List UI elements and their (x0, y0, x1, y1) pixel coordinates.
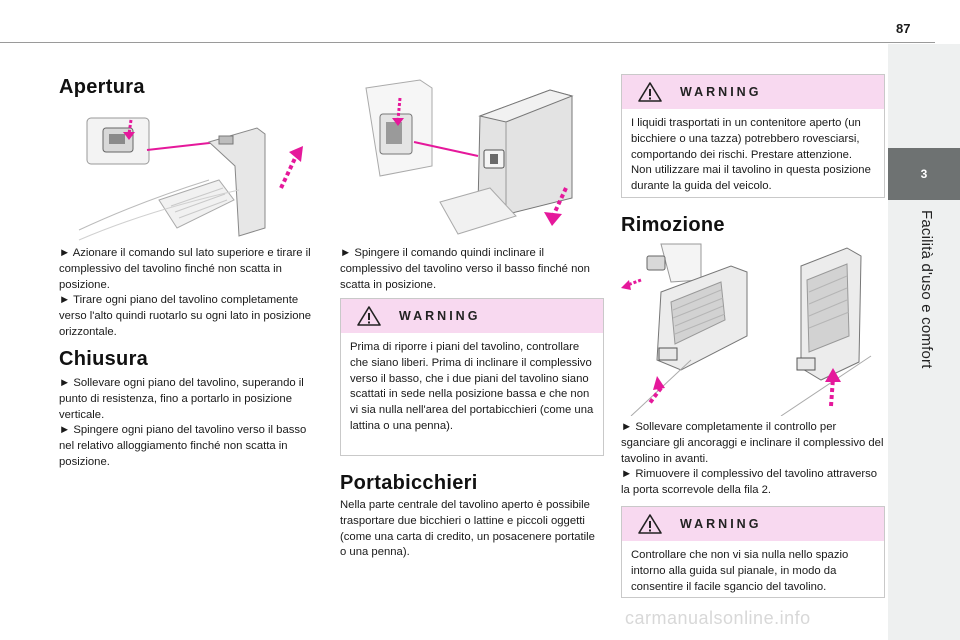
warning-text: Prima di riporre i piani del tavolino, c… (350, 341, 594, 432)
chiusura-steps: ► Sollevare ogni piano del tavolino, sup… (59, 376, 321, 471)
chiusura-step-2: ► Spingere ogni piano del tavolino verso… (59, 424, 307, 468)
warning-triangle-icon (638, 82, 662, 102)
warning-box-removal: WARNING Controllare che non vi sia nulla… (621, 506, 885, 598)
rimozione-step-2: ► Rimuovere il complessivo del tavolino … (621, 468, 878, 497)
chapter-tab[interactable]: 3 (888, 148, 960, 200)
col2-steps: ► Spingere il comando quindi inclinare i… (340, 246, 604, 293)
page-number: 87 (896, 21, 911, 36)
warning-header: WARNING (622, 75, 884, 109)
warning-text: I liquidi trasportati in un contenitore … (631, 117, 871, 193)
apertura-steps: ► Azionare il comando sul lato superiore… (59, 246, 321, 341)
section-title-apertura: Apertura (59, 76, 145, 98)
table-unfold-illustration (59, 110, 321, 242)
warning-label: WARNING (680, 85, 762, 99)
warning-label: WARNING (399, 309, 481, 323)
warning-box-storage: WARNING Prima di riporre i piani del tav… (340, 298, 604, 456)
col2-step-1: ► Spingere il comando quindi inclinare i… (340, 247, 590, 291)
footer-watermark: carmanualsonline.info (625, 608, 811, 628)
table-fold-down-illustration (340, 76, 604, 236)
section-title-rimozione: Rimozione (621, 214, 725, 236)
section-title-portabicchieri: Portabicchieri (340, 472, 478, 494)
rimozione-step-1: ► Sollevare completamente il controllo p… (621, 421, 884, 465)
chiusura-step-1: ► Sollevare ogni piano del tavolino, sup… (59, 377, 304, 421)
chapter-strip (888, 200, 960, 640)
rimozione-steps: ► Sollevare completamente il controllo p… (621, 420, 885, 499)
warning-triangle-icon (357, 306, 381, 326)
section-title-chiusura: Chiusura (59, 348, 149, 370)
warning-box-liquids: WARNING I liquidi trasportati in un cont… (621, 74, 885, 198)
chapter-strip-top (888, 44, 960, 148)
warning-label: WARNING (680, 517, 762, 531)
chapter-title: Facilità d'uso e comfort (918, 210, 935, 369)
portabicchieri-text: Nella parte centrale del tavolino aperto… (340, 499, 595, 559)
header-rule (0, 42, 935, 43)
table-removal-illustration (621, 240, 885, 416)
warning-text: Controllare che non vi sia nulla nello s… (631, 549, 849, 593)
warning-triangle-icon (638, 514, 662, 534)
apertura-step-1: ► Azionare il comando sul lato superiore… (59, 247, 311, 291)
apertura-step-2: ► Tirare ogni piano del tavolino complet… (59, 294, 312, 338)
warning-header: WARNING (622, 507, 884, 541)
warning-header: WARNING (341, 299, 603, 333)
